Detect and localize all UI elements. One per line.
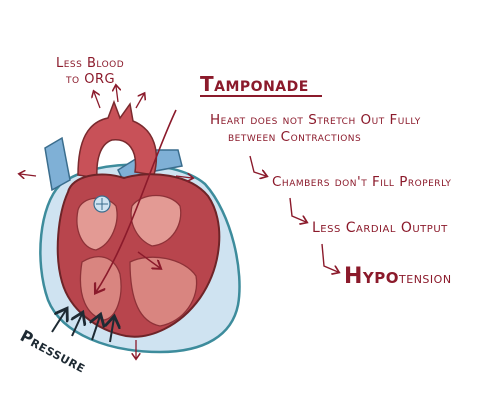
outflow-arrow bbox=[20, 174, 37, 176]
right-atrium bbox=[76, 197, 118, 251]
step-1: Heart does not Stretch Out Fully between… bbox=[210, 112, 421, 146]
aortic-arch bbox=[77, 99, 158, 179]
step-4-rest: tension bbox=[399, 269, 452, 287]
step-1-line1: Heart does not Stretch Out Fully bbox=[210, 112, 421, 128]
less-blood-line2: to ORG bbox=[66, 72, 116, 87]
step-4: Hypotension bbox=[344, 264, 452, 289]
outflow-arrow bbox=[135, 94, 144, 109]
left-ventricle bbox=[129, 256, 198, 327]
step-3: Less Cardial Output bbox=[312, 220, 448, 236]
pressure-arrow bbox=[51, 310, 66, 333]
step-arrow bbox=[321, 243, 338, 272]
flow-arrow bbox=[137, 251, 160, 268]
pressure-arrow bbox=[92, 316, 100, 341]
step-2: Chambers don't Fill Properly bbox=[272, 174, 452, 190]
pressure-arrow bbox=[72, 314, 82, 337]
step-arrow bbox=[289, 197, 306, 222]
less-blood-note: Less Blood to ORG bbox=[56, 56, 124, 88]
left-atrium bbox=[130, 194, 182, 247]
step-4-emphasis: Hypo bbox=[344, 264, 400, 289]
vena-cava bbox=[44, 136, 71, 192]
diagram-title: Tamponade bbox=[200, 72, 309, 96]
outflow-arrow bbox=[116, 86, 118, 103]
step-arrow bbox=[249, 155, 266, 176]
less-blood-line1: Less Blood bbox=[56, 56, 125, 71]
step-1-line2: between Contractions bbox=[228, 129, 362, 145]
flow-arrow bbox=[96, 109, 177, 292]
outflow-arrow bbox=[175, 176, 192, 178]
outflow-arrow bbox=[94, 92, 101, 109]
pressure-arrow bbox=[110, 318, 114, 343]
